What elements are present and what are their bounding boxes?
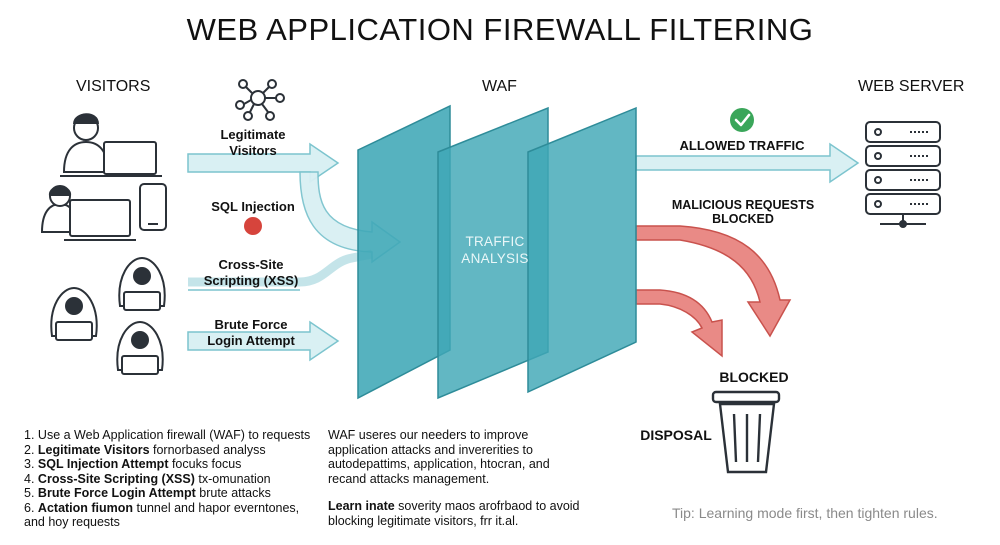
blocked-arrow [635, 289, 723, 358]
trash-icon [711, 390, 781, 474]
waf-panel-1 [357, 104, 451, 400]
visitors-heading: VISITORS [76, 78, 151, 95]
malicious-blocked-arrow [635, 225, 792, 338]
note-item-3: 3. SQL Injection Attempt focuks focus [24, 457, 242, 471]
legitimate-visitors-label: Legitimate Visitors [220, 127, 286, 158]
blocked-label: BLOCKED [719, 369, 789, 385]
allowed-traffic-label: ALLOWED TRAFFIC [679, 138, 805, 153]
notes-paragraph-1: WAF useres our needers to improve applic… [328, 428, 550, 486]
tip-text: Tip: Learning mode first, then tighten r… [672, 505, 938, 521]
user-laptop-icon [60, 113, 162, 177]
brute-flow-arrow [187, 320, 340, 362]
note-item-4: 4. Cross-Site Scripting (XSS) tx-omunati… [24, 471, 271, 486]
user-tablet-icon [40, 183, 167, 241]
waf-heading: WAF [482, 78, 517, 95]
sql-injection-label: SQL Injection [211, 199, 295, 214]
sql-threat-dot [244, 217, 262, 235]
legitimate-flow-arrow [187, 142, 340, 184]
waf-panel-3 [527, 106, 637, 394]
hacker-icon [116, 320, 164, 375]
network-icon [235, 79, 285, 121]
checkmark-icon [730, 108, 754, 132]
notes-description: WAF useres our needers to improve applic… [328, 428, 590, 528]
malicious-blocked-label: MALICIOUS REQUESTS BLOCKED [671, 198, 815, 226]
page-title: WEB APPLICATION FIREWALL FILTERING [186, 12, 814, 47]
xss-label: Cross-Site Scripting (XSS) [203, 257, 299, 288]
note-item-6: 6. Actation fiumon tunnel and hapor ever… [24, 500, 300, 530]
note-item-1: 1. Use a Web Application firewall (WAF) … [24, 428, 311, 442]
hacker-icon [50, 286, 98, 341]
xss-flow-arrow [188, 249, 373, 291]
brute-force-label: Brute Force Login Attempt [207, 317, 295, 348]
hacker-icon [118, 256, 166, 311]
notes-paragraph-2: Learn inate soverity maos arofrbaod to a… [328, 499, 580, 528]
note-item-2: 2. Legitimate Visitors fornorbased analy… [24, 442, 266, 457]
notes-list: 1. Use a Web Application firewall (WAF) … [24, 428, 320, 530]
note-item-5: 5. Brute Force Login Attempt brute attac… [24, 486, 271, 500]
server-icon [865, 121, 941, 228]
allowed-traffic-arrow [635, 142, 860, 184]
disposal-label: DISPOSAL [640, 427, 712, 443]
traffic-analysis-label: TRAFFIC ANALYSIS [461, 234, 529, 266]
web-server-heading: WEB SERVER [858, 78, 965, 95]
